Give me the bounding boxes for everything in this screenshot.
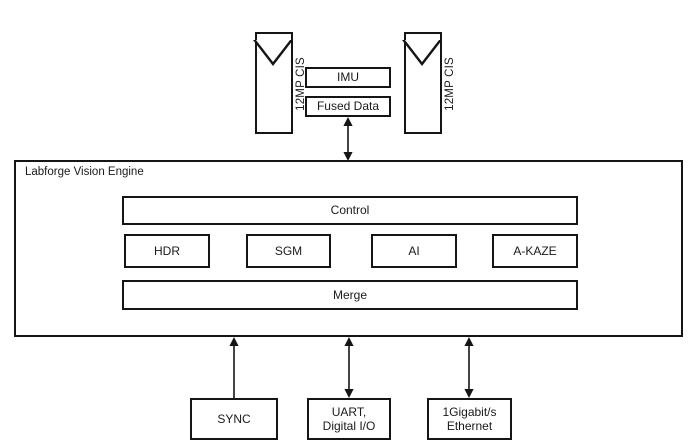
interface-uart-line2: Digital I/O: [322, 419, 376, 433]
camera-lens-icon: [253, 40, 293, 66]
control-block: Control: [122, 196, 578, 225]
module-akaze: A-KAZE: [492, 234, 578, 268]
interface-uart: UART, Digital I/O: [307, 398, 391, 440]
left-camera-label: 12MP CIS: [294, 57, 307, 111]
imu-box: IMU: [305, 67, 391, 88]
interface-ethernet-line2: Ethernet: [446, 419, 493, 433]
camera-lens-icon: [402, 40, 442, 66]
interface-sync: SYNC: [190, 398, 278, 440]
fused-data-box: Fused Data: [305, 96, 391, 117]
module-hdr: HDR: [124, 234, 210, 268]
interface-uart-line1: UART,: [331, 404, 367, 419]
ethernet-arrow: [461, 337, 477, 398]
fused-data-engine-arrow: [340, 117, 356, 161]
module-ai: AI: [371, 234, 457, 268]
vision-engine-title: Labforge Vision Engine: [25, 166, 144, 178]
right-camera-label: 12MP CIS: [443, 57, 456, 111]
interface-ethernet-line1: 1Gigabit/s: [442, 404, 497, 419]
merge-block: Merge: [122, 280, 578, 310]
uart-arrow: [341, 337, 357, 398]
sync-arrow: [226, 337, 242, 398]
interface-ethernet: 1Gigabit/s Ethernet: [427, 398, 512, 440]
module-sgm: SGM: [246, 234, 331, 268]
interface-sync-label: SYNC: [217, 411, 251, 426]
vision-engine-container: [14, 160, 683, 337]
